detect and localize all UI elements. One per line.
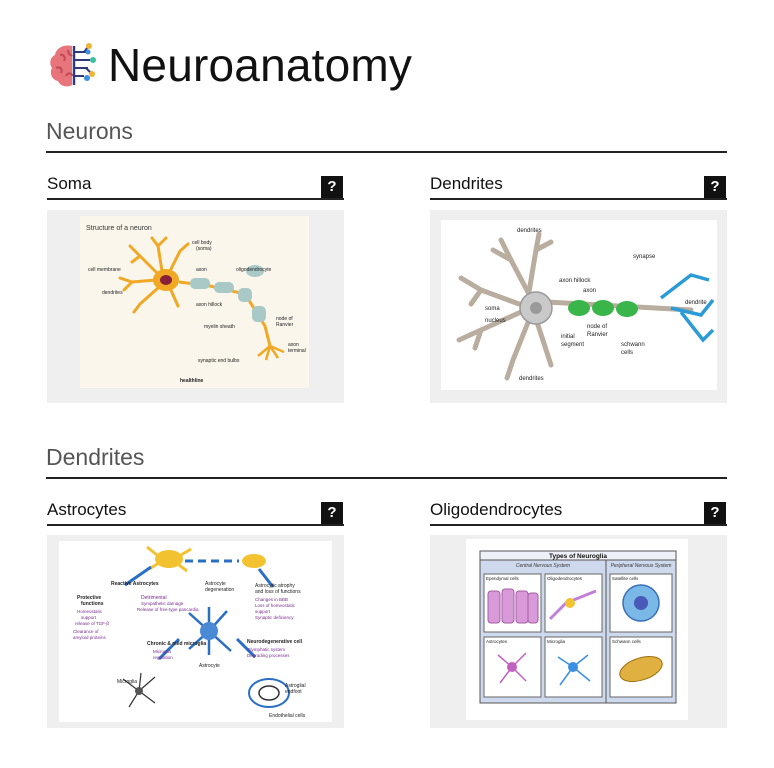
card-divider: [430, 524, 727, 526]
help-button-dendrites[interactable]: ?: [704, 176, 726, 198]
svg-text:Glymphatic system: Glymphatic system: [247, 647, 285, 652]
svg-text:Ranvier: Ranvier: [276, 322, 294, 328]
brain-icon: [50, 43, 96, 87]
svg-text:Ependymal cells: Ependymal cells: [486, 576, 520, 581]
svg-text:Astrocyte: Astrocyte: [205, 581, 226, 587]
svg-text:Microglia: Microglia: [547, 639, 566, 644]
svg-text:cells: cells: [621, 350, 633, 356]
svg-text:Detrimental: Detrimental: [141, 595, 167, 601]
svg-text:Clearance of: Clearance of: [73, 629, 99, 634]
svg-text:dendrites: dendrites: [517, 228, 542, 234]
svg-text:Protective: Protective: [77, 595, 101, 601]
help-button-soma[interactable]: ?: [321, 176, 343, 198]
image-panel-astrocytes[interactable]: Reactive Astrocytes Astrocyte degenerati…: [47, 535, 344, 728]
card-title-oligodendrocytes: Oligodendrocytes: [430, 500, 563, 519]
svg-text:myelin sheath: myelin sheath: [204, 324, 235, 330]
image-heading: Structure of a neuron: [86, 225, 152, 232]
svg-text:axon: axon: [288, 342, 299, 348]
card-divider: [47, 524, 344, 526]
help-button-astrocytes[interactable]: ?: [321, 502, 343, 524]
svg-text:terminal: terminal: [288, 348, 306, 354]
svg-text:Endothelial cells: Endothelial cells: [269, 713, 306, 719]
svg-text:oligodendrocyte: oligodendrocyte: [236, 267, 272, 273]
svg-text:dendrite: dendrite: [685, 300, 707, 306]
svg-text:segment: segment: [561, 342, 584, 348]
svg-text:Oligodendrocytes: Oligodendrocytes: [547, 576, 583, 581]
svg-text:(soma): (soma): [196, 246, 212, 252]
svg-text:Astrocytic atrophy: Astrocytic atrophy: [255, 583, 295, 589]
svg-text:Ranvier: Ranvier: [587, 332, 608, 338]
svg-text:Schwann cells: Schwann cells: [612, 639, 642, 644]
image-panel-oligodendrocytes[interactable]: Types of Neuroglia Central Nervous Syste…: [430, 535, 727, 728]
section-heading-dendrites: Dendrites: [46, 444, 145, 470]
svg-text:Release of free-type pancardia: Release of free-type pancardia: [137, 607, 199, 612]
section-heading-neurons: Neurons: [46, 118, 133, 144]
card-divider: [430, 198, 727, 200]
svg-text:support: support: [81, 615, 97, 620]
svg-text:regulation: regulation: [153, 655, 173, 660]
svg-text:Astrocyte: Astrocyte: [199, 663, 220, 669]
svg-text:degeneration: degeneration: [205, 587, 234, 593]
svg-text:Satellite cells: Satellite cells: [612, 576, 639, 581]
svg-text:node of: node of: [587, 324, 607, 330]
svg-text:synaptic end bulbs: synaptic end bulbs: [198, 358, 240, 364]
page-title: Neuroanatomy: [108, 39, 413, 91]
image-panel-dendrites[interactable]: dendrites synapse axon hillock axon soma…: [430, 210, 727, 403]
svg-text:Microglia: Microglia: [117, 679, 137, 685]
astrocyte-diagram-image: Reactive Astrocytes Astrocyte degenerati…: [59, 541, 332, 722]
card-title-soma: Soma: [47, 174, 92, 193]
svg-text:functions: functions: [81, 601, 104, 607]
svg-text:Astroglial: Astroglial: [285, 683, 306, 689]
svg-text:axon hillock: axon hillock: [559, 278, 591, 284]
page-header: Neuroanatomy: [46, 38, 412, 92]
section-divider: [46, 151, 727, 153]
dendrite-diagram-image: dendrites synapse axon hillock axon soma…: [441, 220, 717, 390]
svg-text:Synaptic deficiency: Synaptic deficiency: [255, 615, 294, 620]
svg-text:Microglia: Microglia: [153, 649, 172, 654]
svg-text:Homeostatic: Homeostatic: [77, 609, 103, 614]
svg-text:schwann: schwann: [621, 342, 645, 348]
svg-text:dendrites: dendrites: [519, 376, 544, 382]
image-panel-soma[interactable]: Structure of a neuron cell body (soma) c…: [47, 210, 344, 403]
neuron-structure-image: Structure of a neuron cell body (soma) c…: [80, 216, 309, 388]
svg-text:axon: axon: [583, 288, 596, 294]
svg-text:soma: soma: [485, 306, 500, 312]
svg-text:Loss of homeostatic: Loss of homeostatic: [255, 603, 296, 608]
card-title-astrocytes: Astrocytes: [47, 500, 127, 519]
svg-text:Chronic & mild microglia: Chronic & mild microglia: [147, 641, 206, 647]
svg-text:nucleus: nucleus: [485, 318, 506, 324]
svg-text:Central Nervous System: Central Nervous System: [516, 563, 570, 569]
svg-text:dendrites: dendrites: [102, 290, 123, 296]
help-button-oligodendrocytes[interactable]: ?: [704, 502, 726, 524]
svg-text:Peripheral Nervous System: Peripheral Nervous System: [611, 563, 672, 569]
card-title-dendrites: Dendrites: [430, 174, 503, 193]
svg-text:Changes in BBB: Changes in BBB: [255, 597, 288, 602]
svg-text:axon: axon: [196, 267, 207, 273]
svg-text:support: support: [255, 609, 271, 614]
svg-text:initial: initial: [561, 334, 575, 340]
svg-text:cell body: cell body: [192, 240, 212, 246]
svg-text:node of: node of: [276, 316, 293, 322]
svg-text:axon hillock: axon hillock: [196, 302, 223, 308]
svg-text:and loss of functions: and loss of functions: [255, 589, 301, 595]
card-divider: [47, 198, 344, 200]
svg-text:amyloid proteins: amyloid proteins: [73, 635, 107, 640]
svg-text:release of TGF-β: release of TGF-β: [75, 621, 109, 626]
svg-text:cell membrane: cell membrane: [88, 267, 121, 273]
svg-text:Sympathetic damage: Sympathetic damage: [141, 601, 184, 606]
svg-text:Astrocytes: Astrocytes: [486, 639, 508, 644]
svg-text:Types of Neuroglia: Types of Neuroglia: [549, 553, 607, 560]
svg-text:synapse: synapse: [633, 254, 656, 260]
neuroglia-table-image: Types of Neuroglia Central Nervous Syste…: [466, 539, 688, 720]
svg-text:Reactive Astrocytes: Reactive Astrocytes: [111, 581, 159, 587]
svg-text:endfoot: endfoot: [285, 689, 302, 695]
svg-text:healthline: healthline: [180, 378, 204, 384]
section-divider: [46, 477, 727, 479]
svg-text:Neurodegenerative cell: Neurodegenerative cell: [247, 639, 303, 645]
svg-text:Degrading processes: Degrading processes: [247, 653, 290, 658]
